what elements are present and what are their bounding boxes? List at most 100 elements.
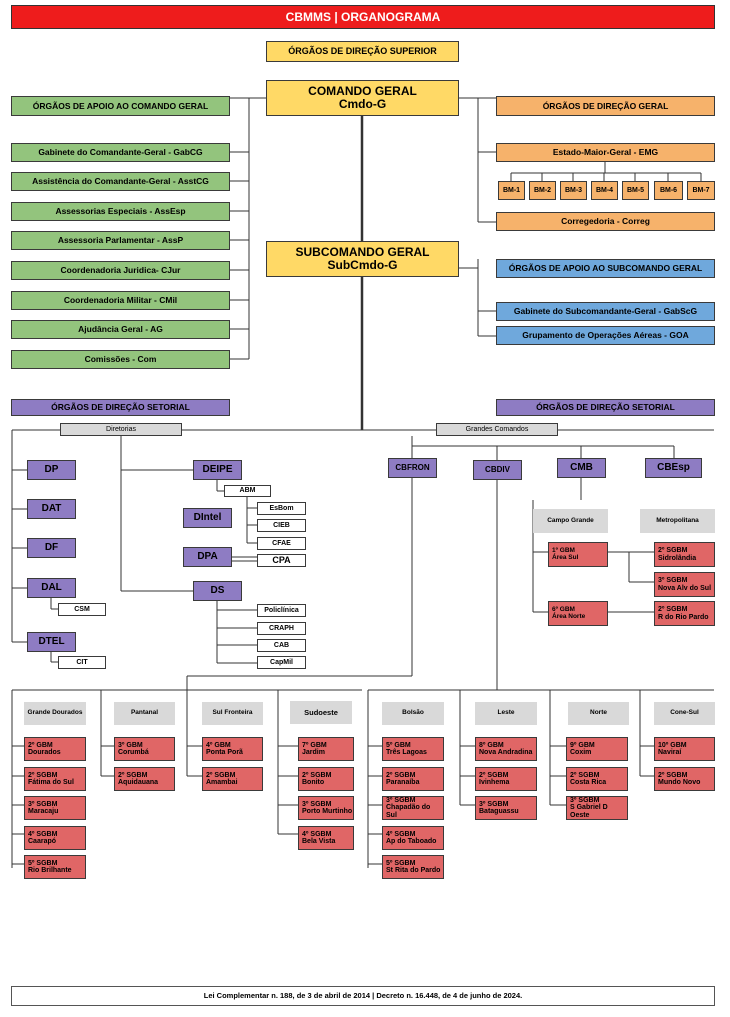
cbesp-box: CBEsp [645,458,702,478]
bm-box: BM-2 [529,181,556,200]
abm-box: ABM [224,485,271,497]
unit-line: 5º GBM [386,741,411,749]
unit-line: Corumbá [118,749,149,756]
capmil-box: CapMil [257,656,306,669]
unit-line: 3º SGBM [570,796,600,804]
unit-line: Bataguassu [479,808,519,815]
cit-box: CIT [58,656,106,669]
unit-line: Costa Rica [570,779,607,786]
gabscg-box: Gabinete do Subcomandante-Geral - GabScG [496,302,715,321]
unit-line: 2º SGBM [206,771,236,779]
csm-box: CSM [58,603,106,616]
unit-line: Caarapó [28,838,57,845]
bm-box: BM-1 [498,181,525,200]
dat-box: DAT [27,499,76,519]
unit-line: 4º SGBM [386,830,416,838]
unit-line: 4º SGBM [302,830,332,838]
green-item: Assessorias Especiais - AssEsp [11,202,230,221]
green-item: Coordenadoria Juridica- CJur [11,261,230,280]
unit-line: 2º SGBM [302,771,332,779]
bm-box: BM-7 [687,181,715,200]
setorial-right-label: ÓRGÃOS DE DIREÇÃO SETORIAL [496,399,715,416]
green-item: Ajudância Geral - AG [11,320,230,339]
unit-line: 3º SGBM [302,800,332,808]
dpa-box: DPA [183,547,232,567]
bm-box: BM-4 [591,181,618,200]
region-label: Sul Fronteira [202,702,263,725]
unit-line: 9º GBM [570,741,595,749]
corregedoria-box: Corregedoria - Correg [496,212,715,231]
unit-line: Chapadão do Sul [386,804,431,819]
cfae-box: CFAE [257,537,306,550]
unit-line: Amambai [206,779,238,786]
green-item: Comissões - Com [11,350,230,369]
subcomando-geral-line1: SUBCOMANDO GERAL [295,245,430,260]
unit-line: St Rita do Pardo [386,867,441,874]
cpa-box: CPA [257,554,306,567]
orgaos-apoio-scg-label: ÓRGÃOS DE APOIO AO SUBCOMANDO GERAL [496,259,715,278]
craph-box: CRAPH [257,622,306,635]
chart-title: CBMMS | ORGANOGRAMA [11,5,715,29]
unit-line: S Gabriel D Oeste [570,804,608,819]
unit-line: Área Sul [552,553,579,561]
unit-line: R do Rio Pardo [658,613,709,621]
unit-line: Mundo Novo [658,779,701,786]
deipe-box: DEIPE [193,460,242,480]
region-label: Cone-Sul [654,702,715,725]
unit-line: 3º SGBM [479,800,509,808]
unit-line: 5º SGBM [28,859,58,867]
unit-line: 2º SGBM [28,771,58,779]
cbdiv-box: CBDIV [473,460,522,480]
bm-box: BM-5 [622,181,649,200]
unit-line: Ap do Taboado [386,838,437,845]
unit-line: 2º SGBM [658,771,688,779]
unit-line: 3º SGBM [386,796,416,804]
unit-line: 4º SGBM [28,830,58,838]
dintel-box: DIntel [183,508,232,528]
region-label: Pantanal [114,702,175,725]
policlinica-box: Policlínica [257,604,306,617]
unit-line: 4º GBM [206,741,231,749]
unit-line: Fátima do Sul [28,779,74,786]
green-item: Assessoria Parlamentar - AssP [11,231,230,250]
footer-legal-reference: Lei Complementar n. 188, de 3 de abril d… [11,986,715,1006]
unit-line: Rio Brilhante [28,867,72,874]
unit-line: Bonito [302,779,325,786]
unit-line: 2º SGBM [479,771,509,779]
cieb-box: CIEB [257,519,306,532]
region-label: Norte [568,702,629,725]
orgaos-apoio-cg-label: ÓRGÃOS DE APOIO AO COMANDO GERAL [11,96,230,116]
unit-line: 8º GBM [479,741,504,749]
cbfron-box: CBFRON [388,458,437,478]
unit-line: Ponta Porã [206,749,243,756]
unit-line: Área Norte [552,612,586,620]
unit-line: Naviraí [658,749,682,756]
unit-line: Jardim [302,749,325,756]
unit-line: 6º GBM [552,605,575,613]
unit-line: 7º GBM [302,741,327,749]
unit-line: Nova Alv do Sul [658,584,712,592]
comando-geral-line1: COMANDO GERAL [308,84,417,99]
unit-line: Dourados [28,749,61,756]
